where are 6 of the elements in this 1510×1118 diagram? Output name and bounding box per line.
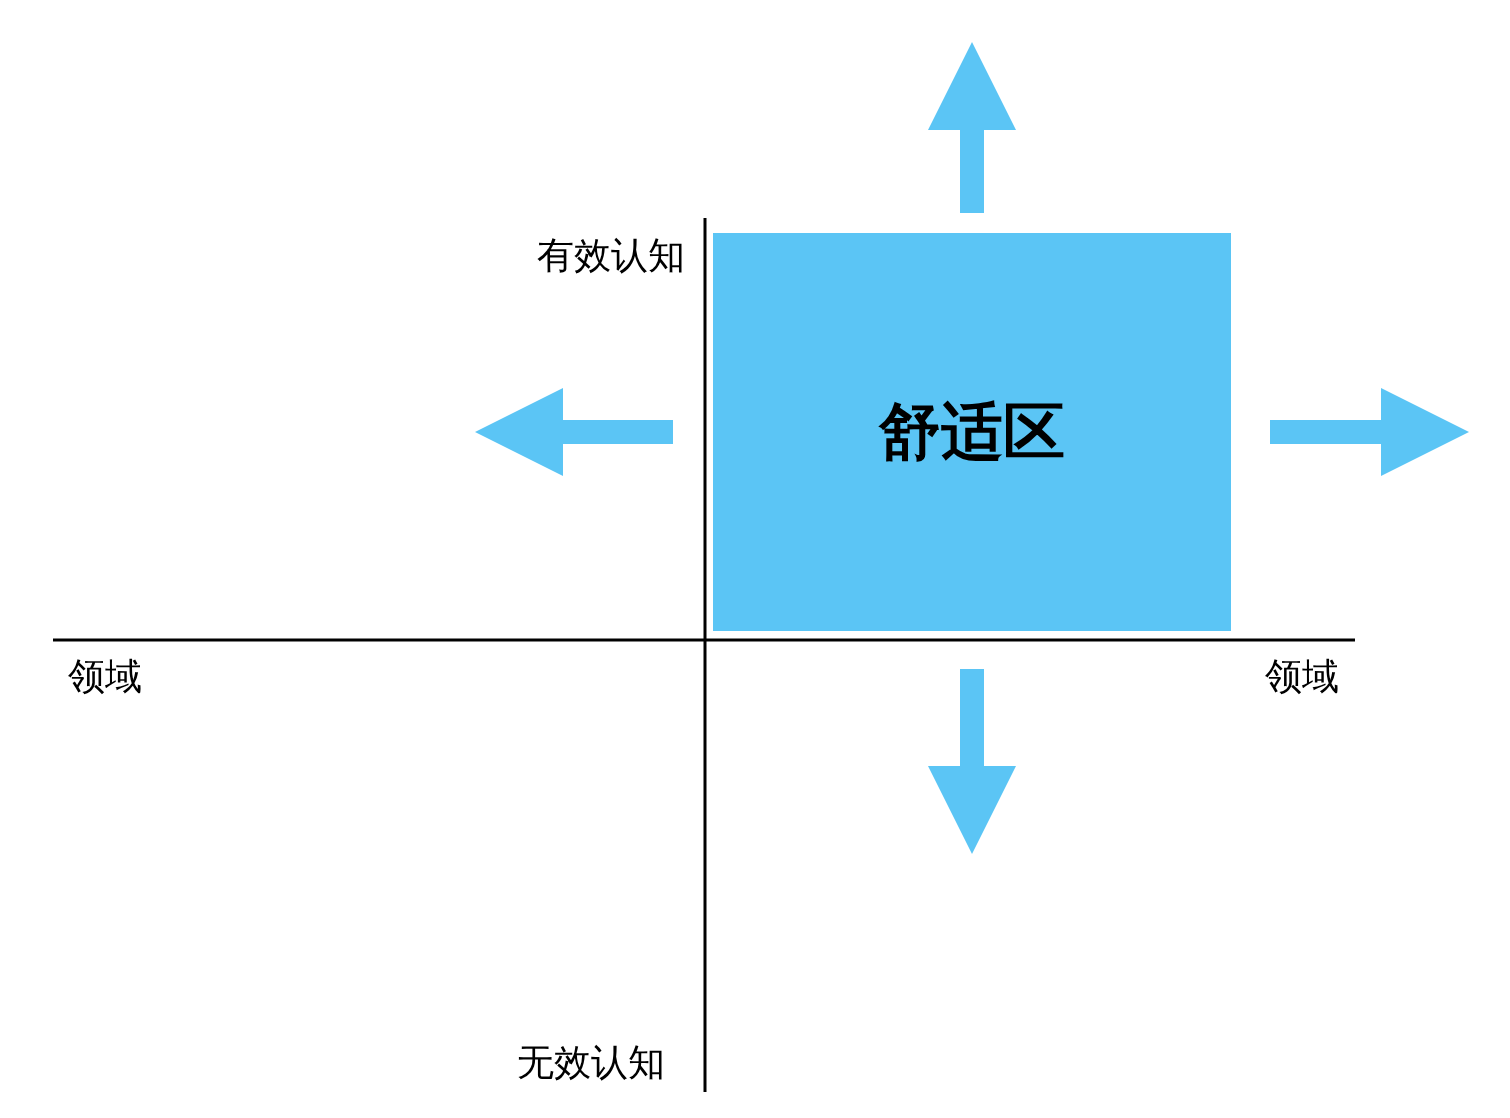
- zone-box: [713, 233, 1231, 631]
- axis-label: 有效认知: [537, 233, 685, 279]
- axis-label: 领域: [1265, 654, 1339, 700]
- axis-label: 无效认知: [517, 1040, 665, 1086]
- axis-label: 领域: [68, 654, 142, 700]
- zone-label: 舒适区: [879, 394, 1065, 470]
